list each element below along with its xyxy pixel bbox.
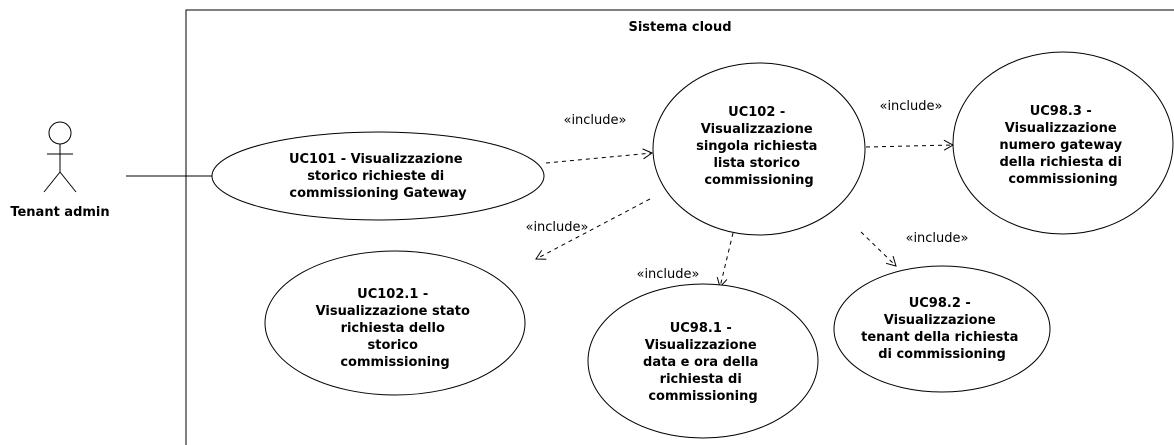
include-arrow-uc102-uc98-1 (716, 232, 734, 289)
use-case-uc98-3[interactable]: UC98.3 - Visualizzazione numero gateway … (952, 51, 1174, 235)
include-label: «include» (879, 99, 942, 114)
use-case-uc102[interactable]: UC102 - Visualizzazione singola richiest… (652, 62, 866, 236)
include-label: «include» (563, 113, 626, 128)
use-case-label: UC98.1 - Visualizzazione data e ora dell… (643, 321, 763, 404)
system-title: Sistema cloud (628, 20, 731, 35)
include-label: «include» (905, 231, 968, 246)
include-label: «include» (636, 267, 699, 282)
use-case-shape (587, 283, 819, 439)
actor-tenant-admin[interactable]: Tenant admin (10, 121, 110, 220)
use-case-label: UC98.2 - Visualizzazione tenant della ri… (861, 296, 1023, 362)
use-case-uc102-1[interactable]: UC102.1 - Visualizzazione stato richiest… (264, 250, 526, 396)
use-case-uc98-2[interactable]: UC98.2 - Visualizzazione tenant della ri… (833, 265, 1051, 393)
use-case-shape (833, 265, 1051, 393)
include-arrow-uc101-uc102 (545, 148, 654, 164)
actor-label: Tenant admin (10, 205, 109, 220)
include-relations: «include» «include» «include» «include» … (525, 99, 969, 289)
use-case-shape (952, 51, 1174, 235)
use-case-label: UC101 - Visualizzazione storico richiest… (289, 152, 467, 201)
use-case-label: UC102.1 - Visualizzazione stato richiest… (316, 287, 475, 370)
use-case-label: UC102 - Visualizzazione singola richiest… (696, 105, 822, 188)
actor-left-leg (43, 171, 61, 193)
use-case-uc98-1[interactable]: UC98.1 - Visualizzazione data e ora dell… (587, 283, 819, 439)
actor-right-leg (59, 171, 77, 193)
include-arrow-uc102-uc98-2 (860, 231, 897, 267)
use-case-shape (652, 62, 866, 236)
use-case-uc101[interactable]: UC101 - Visualizzazione storico richiest… (211, 131, 545, 221)
use-case-shape (264, 250, 526, 396)
use-case-shape (211, 131, 545, 221)
use-case-label: UC98.3 - Visualizzazione numero gateway … (999, 104, 1126, 187)
include-arrow-uc102-uc102-1 (535, 198, 651, 260)
actor-head (48, 121, 72, 145)
include-arrow-uc102-uc98-3 (865, 139, 955, 151)
include-label: «include» (525, 220, 588, 235)
